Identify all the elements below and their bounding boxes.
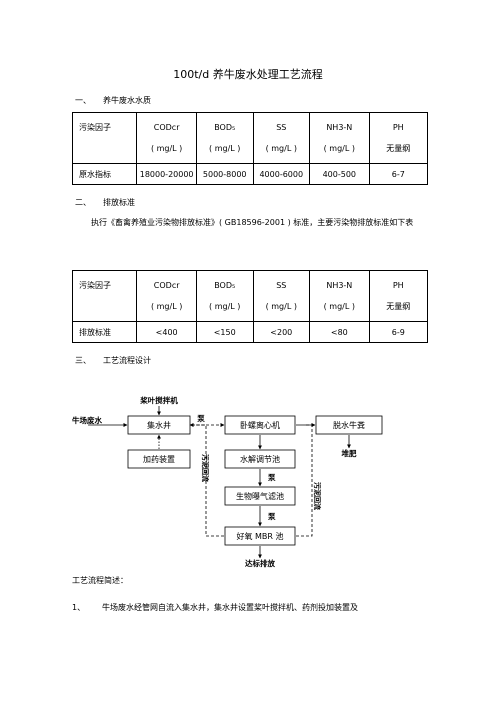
table1-value-nh3n: 400-500 bbox=[309, 163, 370, 185]
sludge-return-right-label: 污泥回流 bbox=[313, 482, 322, 510]
table2-value-ss: <200 bbox=[252, 321, 311, 343]
summary-title: 工艺流程简述： bbox=[72, 576, 128, 585]
collection-well-label: 集水井 bbox=[147, 420, 171, 430]
page-title: 100t/d 养牛废水处理工艺流程 bbox=[173, 68, 323, 81]
section-3-heading: 三、 工艺流程设计 bbox=[75, 355, 151, 366]
standard-paragraph: 执行《畜禽养殖业污染物排放标准》( GB18596-2001 ) 标准，主要污染… bbox=[91, 218, 414, 227]
regulating-tank-label: 水解调节池 bbox=[240, 454, 280, 464]
regulating-tank-box bbox=[224, 449, 296, 469]
dosing-label: 加药装置 bbox=[143, 454, 175, 464]
table1-value-cod: 18000-20000 bbox=[136, 163, 197, 185]
centrifuge-label: 卧螺离心机 bbox=[240, 420, 280, 430]
section-2-number: 二、 bbox=[75, 198, 91, 207]
mbr-label: 好氧 MBR 池 bbox=[236, 531, 283, 541]
table2-value-cod: <400 bbox=[136, 321, 197, 343]
water-quality-table: 污染因子 CODcr( mg/L ) BOD₅( mg/L ) SS( mg/L… bbox=[71, 112, 429, 185]
pump-label-3: 泵 bbox=[268, 512, 276, 521]
table1-value-ph: 6-7 bbox=[368, 163, 429, 185]
summary-item-1-text: 牛场废水经管网自流入集水井，集水井设置桨叶搅拌机、药剂投加装置及 bbox=[102, 603, 358, 612]
mbr-box bbox=[224, 526, 296, 546]
inflow-label: 牛场废水 bbox=[72, 415, 102, 425]
section-3-number: 三、 bbox=[75, 356, 91, 365]
discharge-standard-table: 污染因子 CODcr( mg/L ) BOD₅( mg/L ) SS( mg/L… bbox=[71, 270, 429, 343]
section-1-heading: 一、 养牛废水水质 bbox=[75, 95, 151, 106]
sludge-return-right-line bbox=[296, 424, 313, 537]
table1-data-row: 原水指标 18000-20000 5000-8000 4000-6000 400… bbox=[71, 163, 429, 185]
pump-label-2: 泵 bbox=[268, 473, 276, 482]
dewatered-manure-label: 脱水牛粪 bbox=[333, 420, 365, 430]
dosing-box bbox=[127, 449, 191, 469]
table2-data-row: 排放标准 <400 <150 <200 <80 6-9 bbox=[71, 321, 429, 343]
table2-col-ss: SS( mg/L ) bbox=[252, 270, 311, 322]
mixer-label: 桨叶搅拌机 bbox=[139, 395, 178, 405]
discharge-label: 达标排放 bbox=[245, 558, 275, 568]
sludge-return-left-line bbox=[189, 423, 224, 537]
table2-col-cod: CODcr( mg/L ) bbox=[136, 270, 197, 322]
table2-col-nh3n: NH3-N( mg/L ) bbox=[309, 270, 370, 322]
section-1-number: 一、 bbox=[75, 96, 91, 105]
pump-label-1: 泵 bbox=[197, 414, 205, 423]
summary-item-1-number: 1、 bbox=[72, 603, 86, 612]
table1-value-ss: 4000-6000 bbox=[252, 163, 311, 185]
dewatered-manure-box bbox=[315, 415, 383, 435]
table1-row-label: 原水指标 bbox=[71, 163, 138, 185]
table1-header-label: 污染因子 bbox=[71, 112, 138, 164]
bio-filter-label: 生物曝气滤池 bbox=[236, 491, 284, 501]
centrifuge-box bbox=[224, 415, 296, 435]
summary-item-1: 1、 牛场废水经管网自流入集水井，集水井设置桨叶搅拌机、药剂投加装置及 bbox=[72, 602, 358, 613]
compost-label: 堆肥 bbox=[342, 448, 357, 458]
section-1-title: 养牛废水水质 bbox=[103, 96, 151, 105]
sludge-return-left-label: 污泥回流 bbox=[201, 454, 210, 482]
section-3-title: 工艺流程设计 bbox=[103, 356, 151, 365]
table2-row-label: 排放标准 bbox=[71, 321, 138, 343]
table2-value-ph: 6-9 bbox=[368, 321, 429, 343]
section-2-heading: 二、 排放标准 bbox=[75, 197, 135, 208]
bio-filter-box bbox=[224, 486, 296, 506]
table1-col-cod: CODcr( mg/L ) bbox=[136, 112, 197, 164]
table2-header-row: 污染因子 CODcr( mg/L ) BOD₅( mg/L ) SS( mg/L… bbox=[71, 270, 429, 322]
section-2-title: 排放标准 bbox=[103, 198, 135, 207]
